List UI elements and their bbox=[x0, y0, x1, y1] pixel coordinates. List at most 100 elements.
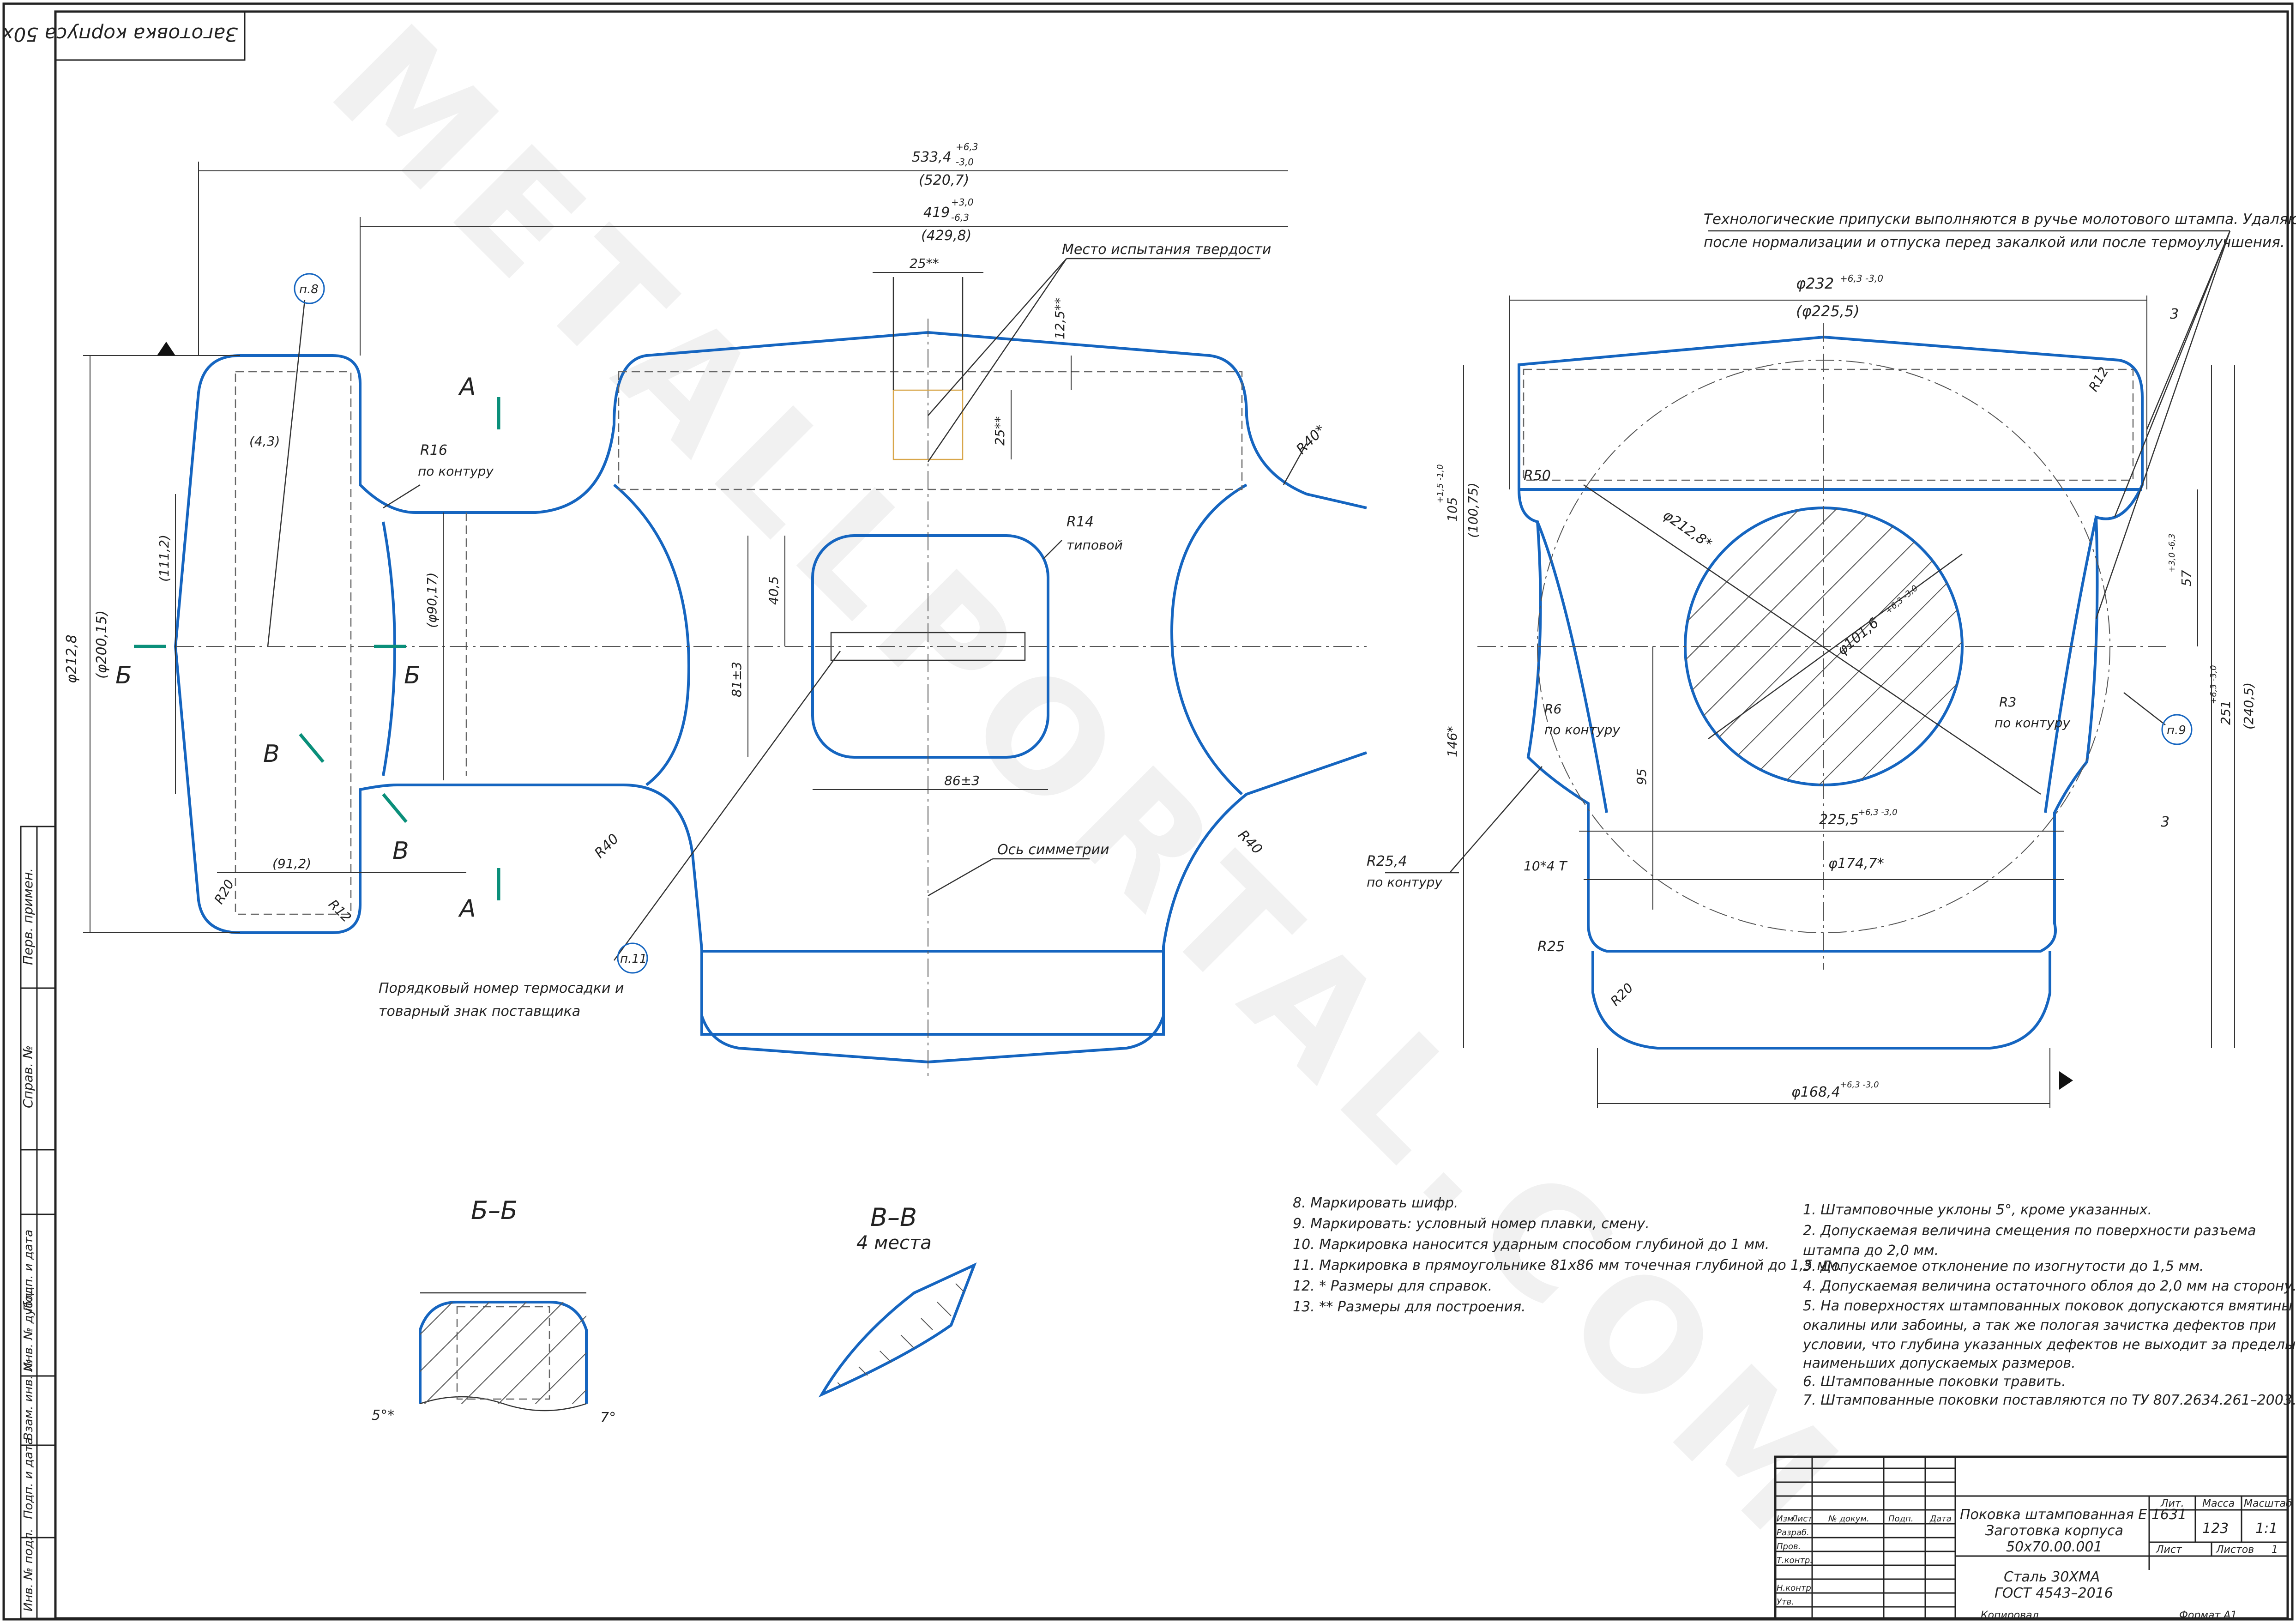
stamp-label: Подп. и дата bbox=[22, 1230, 36, 1311]
section-vv-contour bbox=[818, 1262, 977, 1398]
dim-3: 3 bbox=[2170, 306, 2179, 322]
end-view-inner-right bbox=[2044, 517, 2097, 813]
tol-up: +6,3 bbox=[956, 141, 978, 152]
part-contour-middle-left bbox=[613, 483, 690, 786]
section-letter-V: В bbox=[392, 837, 409, 865]
dim-57-value: 57 bbox=[2179, 570, 2194, 586]
tol-dn: -3,0 bbox=[956, 157, 974, 168]
callout-p8-text: п.8 bbox=[299, 283, 319, 296]
stamp-label: Инв. № подл. bbox=[22, 1529, 36, 1611]
view-arrow bbox=[157, 342, 175, 356]
section-letter-B: Б bbox=[115, 662, 132, 689]
tb-label: № докум. bbox=[1828, 1514, 1869, 1524]
r3-label: R3 bbox=[1999, 694, 2016, 710]
allowance-outline bbox=[235, 371, 1243, 915]
inner-frame bbox=[54, 10, 2289, 1620]
r6-note: по контуру bbox=[1544, 722, 1620, 737]
tb-mass-value: 123 bbox=[2202, 1520, 2229, 1537]
marking-rectangle bbox=[811, 534, 1049, 759]
marker-note-2: товарный знак поставщика bbox=[379, 1003, 580, 1020]
r20-label: R20 bbox=[211, 877, 237, 906]
axis-label: Ось симметрии bbox=[997, 842, 1109, 858]
tb-part-title: Заготовка корпуса bbox=[1985, 1523, 2123, 1539]
section-bb-title: Б–Б bbox=[471, 1196, 518, 1225]
tb-label: Дата bbox=[1929, 1514, 1952, 1524]
r40-label: R40 bbox=[591, 831, 622, 861]
tb-lit: Лит. bbox=[2160, 1498, 2184, 1509]
dim-12-5: 12,5** bbox=[1052, 298, 1067, 339]
dim-91-2: (91,2) bbox=[272, 856, 311, 871]
stamp-label: Подп. и дата bbox=[22, 1437, 36, 1519]
section-vv: В–В 4 места bbox=[818, 1203, 977, 1398]
note-line: окалины или забоины, а так же пологая за… bbox=[1803, 1317, 2276, 1333]
tb-mass: Масса bbox=[2202, 1498, 2235, 1509]
title-block: Изм. Лист № докум. Подп. Дата Разраб. Пр… bbox=[1774, 1455, 2292, 1621]
dim-25: 25** bbox=[910, 256, 939, 271]
callout-p8 bbox=[294, 273, 325, 304]
end-view-allowance bbox=[1523, 368, 2134, 481]
dim-168-4: φ168,4 bbox=[1791, 1084, 1840, 1100]
section-mark-V-2 bbox=[382, 793, 408, 823]
section-mark-V-1 bbox=[299, 733, 325, 763]
tb-part-code: 50х70.00.001 bbox=[2006, 1539, 2103, 1555]
note-line: 12. * Размеры для справок. bbox=[1293, 1278, 1492, 1294]
dim-57-tol: +3,0 -6,3 bbox=[2167, 533, 2177, 573]
dim-ref: (520,7) bbox=[919, 172, 969, 188]
tb-sheets-value: 1 bbox=[2272, 1544, 2278, 1556]
dim-10-4: 10*4 Т bbox=[1524, 858, 1567, 874]
angle-5: 5°* bbox=[372, 1407, 394, 1424]
stamp-label: Справ. № bbox=[20, 1045, 36, 1108]
dim-90-17: (φ90,17) bbox=[424, 573, 440, 628]
tol-dn: -6,3 bbox=[951, 212, 969, 223]
r25-4-note: по контуру bbox=[1367, 875, 1442, 890]
stamp-label: Инв. № дубл. bbox=[22, 1289, 36, 1371]
hardness-label: Место испытания твердости bbox=[1062, 241, 1271, 258]
note-line: 11. Маркировка в прямоугольнике 81х86 мм… bbox=[1293, 1257, 1842, 1273]
section-letter-A: А bbox=[458, 373, 476, 401]
mirrored-drawing-code: Заготовка корпуса 50х70.00.001 bbox=[0, 23, 238, 46]
dim-4-3: (4,3) bbox=[249, 434, 280, 449]
side-stamp: Перв. примен. Справ. № Подп. и дата Инв.… bbox=[20, 826, 56, 1619]
r16-note: по контуру bbox=[418, 464, 494, 479]
dim-212-8: φ212,8* bbox=[1660, 507, 1715, 552]
dim-86-value: 86±3 bbox=[944, 773, 980, 788]
section-vv-title: В–В bbox=[870, 1203, 917, 1232]
end-view-inner-left bbox=[1536, 521, 1608, 813]
r20-label: R20 bbox=[1608, 980, 1636, 1009]
dim-3: 3 bbox=[2161, 814, 2169, 830]
tb-label: Лист bbox=[1791, 1514, 1813, 1524]
dim-232-value: φ232 bbox=[1796, 275, 1834, 292]
r6-label: R6 bbox=[1544, 701, 1561, 717]
part-contour-top bbox=[240, 331, 1367, 514]
stamp-label: Взам. инв. № bbox=[22, 1359, 36, 1441]
note-line: 5. На поверхностях штампованных поковок … bbox=[1803, 1298, 2296, 1314]
r14-label: R14 bbox=[1067, 514, 1094, 530]
mirrored-code-box: Заготовка корпуса 50х70.00.001 bbox=[0, 11, 246, 61]
note-line: 13. ** Размеры для построения. bbox=[1293, 1299, 1526, 1315]
tol-up: +3,0 bbox=[951, 197, 974, 208]
dim-diameter-value: φ212,8 bbox=[64, 634, 80, 683]
dim-174-7: φ174,7* bbox=[1828, 856, 1884, 872]
note-line: наименьших допускаемых размеров. bbox=[1803, 1355, 2076, 1371]
hardness-test-zone bbox=[892, 389, 964, 460]
tb-sheets: Листов bbox=[2216, 1544, 2254, 1556]
r12-label: R12 bbox=[325, 897, 354, 925]
part-contour-left-flange bbox=[174, 354, 1367, 1036]
tb-label: Разраб. bbox=[1777, 1528, 1809, 1538]
tb-sheet: Лист bbox=[2156, 1544, 2182, 1556]
part-contour-middle-right bbox=[1170, 483, 1247, 796]
dim-105-tol: +1,5 -1,0 bbox=[1435, 464, 1445, 503]
note-line: 10. Маркировка наносится ударным способо… bbox=[1293, 1237, 1769, 1253]
dim-225-5-b-tol: +6,3 -3,0 bbox=[1858, 808, 1898, 817]
r3-note: по контуру bbox=[1995, 715, 2070, 730]
section-bb-hatch bbox=[420, 1302, 586, 1404]
dim-100-75: (100,75) bbox=[1465, 483, 1481, 538]
tb-part-name: Поковка штампованная Е 1631 bbox=[1960, 1507, 2187, 1523]
tb-label: Н.контр. bbox=[1777, 1583, 1814, 1593]
tech-note-2: после нормализации и отпуска перед закал… bbox=[1704, 234, 2285, 251]
r16-label: R16 bbox=[420, 442, 447, 459]
dim-146-value: 146* bbox=[1445, 726, 1460, 757]
note-line: 6. Штампованные поковки травить. bbox=[1803, 1374, 2066, 1390]
angle-7: 7° bbox=[600, 1410, 616, 1426]
